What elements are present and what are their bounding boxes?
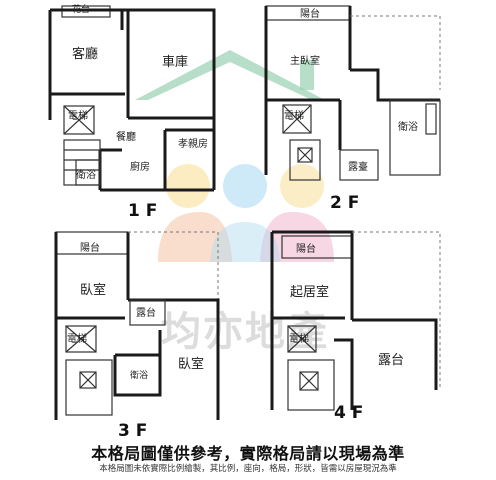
elevator-cross [63, 105, 95, 135]
elevator-cross [65, 325, 97, 353]
room-label: 電梯 [67, 332, 87, 345]
roof-shape [135, 50, 325, 100]
floor-plan-1f: 花台 客廳 車庫 電梯 餐廳 孝親房 廚房 衛浴 1 F [48, 3, 216, 221]
room-label: 陽台 [80, 241, 100, 254]
stair-core [79, 371, 97, 389]
floor-plan-3f: 陽台 臥室 露台 電梯 衛浴 臥室 3 F [54, 231, 220, 441]
wall [334, 338, 354, 410]
floor-label: 2 F [330, 193, 359, 213]
blue-figure [210, 222, 280, 262]
floor-label: 4 F [334, 403, 363, 423]
room-label: 電梯 [284, 109, 304, 122]
room-label: 餐廳 [116, 130, 136, 143]
yellow-circle-right [280, 164, 324, 208]
room-label: 陽台 [296, 242, 316, 255]
room-label: 電梯 [289, 332, 309, 345]
room-label: 起居室 [290, 284, 329, 300]
stair-cross [79, 371, 97, 389]
stair-2f [289, 139, 321, 181]
dashed-boundary [128, 231, 219, 300]
disclaimer-main: 本格局圖僅供參考，實際格局請以現場為準 [91, 444, 405, 463]
room-label: 露台 [136, 306, 156, 319]
floor-plan-2f: 陽台 主臥室 電梯 衛浴 露臺 2 F [264, 5, 441, 213]
stair-core [299, 371, 319, 391]
room-label: 露台 [378, 353, 404, 368]
dashed-boundary [352, 231, 441, 390]
stair-cross [297, 147, 313, 163]
room-label: 車庫 [162, 55, 188, 70]
room-label: 花台 [72, 3, 90, 15]
terrace-box-2f [339, 149, 379, 181]
pink-figure [260, 212, 334, 262]
stair-cross [299, 371, 319, 391]
chimney-shape [300, 60, 314, 90]
room-label: 電梯 [68, 109, 88, 122]
bath-walls-3f [113, 353, 162, 397]
floor-label: 3 F [118, 421, 147, 441]
floor-plan-4f: 陽台 起居室 電梯 露台 4 F [270, 230, 441, 423]
watermark-logo: 均亦地產 [135, 50, 334, 355]
blue-circle [223, 164, 267, 208]
bathtub [425, 103, 437, 135]
disclaimer-sub: 本格局圖未依實際比例繪製，其比例，座向，格局，形狀，皆需以房屋現況為準 [99, 464, 397, 474]
room-label: 主臥室 [290, 54, 320, 67]
room-label: 衛浴 [398, 120, 418, 133]
room-label: 客廳 [72, 46, 98, 62]
wall [352, 318, 438, 390]
room-label: 孝親房 [178, 137, 208, 150]
elevator-2f [282, 104, 312, 134]
room-label: 衛浴 [76, 168, 96, 181]
room-label: 臥室 [178, 356, 204, 372]
stair-core [297, 147, 313, 163]
yellow-circle [166, 164, 210, 208]
orange-figure [158, 212, 232, 262]
terrace-box-3f [129, 299, 166, 326]
elevator-1f [63, 105, 95, 135]
elevator-cross [282, 104, 312, 134]
stair-4f [287, 359, 335, 411]
room-label: 衛浴 [130, 369, 148, 381]
wall [350, 68, 440, 102]
bath-box-2f [389, 99, 441, 176]
room-label: 廚房 [130, 160, 150, 173]
room-label: 陽台 [300, 7, 320, 20]
room-label: 露臺 [348, 160, 368, 173]
bath-box-1f [75, 159, 101, 186]
elevator-3f [65, 325, 97, 353]
room-label: 臥室 [80, 282, 106, 298]
elevator-cross [287, 325, 317, 353]
floor-label: 1 F [128, 201, 157, 221]
watermark-text: 均亦地產 [161, 308, 329, 355]
elevator-4f [287, 325, 317, 353]
stair-3f [65, 359, 113, 416]
dashed-boundary [350, 15, 441, 90]
